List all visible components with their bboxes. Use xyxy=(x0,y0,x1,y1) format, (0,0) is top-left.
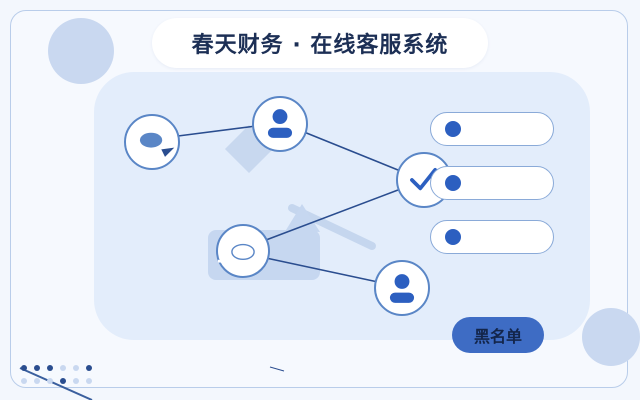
list-bullet-icon xyxy=(445,175,461,191)
list-bullet-icon xyxy=(445,121,461,137)
blacklist-button[interactable]: 黑名单 xyxy=(452,317,544,353)
list-item[interactable] xyxy=(430,112,554,146)
chat-bubble-icon xyxy=(139,132,175,157)
list-bullet-icon xyxy=(445,229,461,245)
user-icon xyxy=(389,274,415,303)
node-user-top xyxy=(252,96,308,152)
chat-bubble-icon xyxy=(218,243,255,263)
node-chat-bubble xyxy=(124,114,180,170)
list-item[interactable] xyxy=(430,220,554,254)
node-user-bottom xyxy=(374,260,430,316)
decorative-circle-bottom-right xyxy=(582,308,640,366)
user-icon xyxy=(267,109,293,138)
list-item[interactable] xyxy=(430,166,554,200)
page-title-pill: 春天财务 · 在线客服系统 xyxy=(152,18,488,68)
decorative-circle-top-left xyxy=(48,18,114,84)
page-title: 春天财务 · 在线客服系统 xyxy=(191,33,449,58)
decorative-dot-grid xyxy=(21,365,92,384)
node-chat-bubble-outline xyxy=(216,224,270,278)
